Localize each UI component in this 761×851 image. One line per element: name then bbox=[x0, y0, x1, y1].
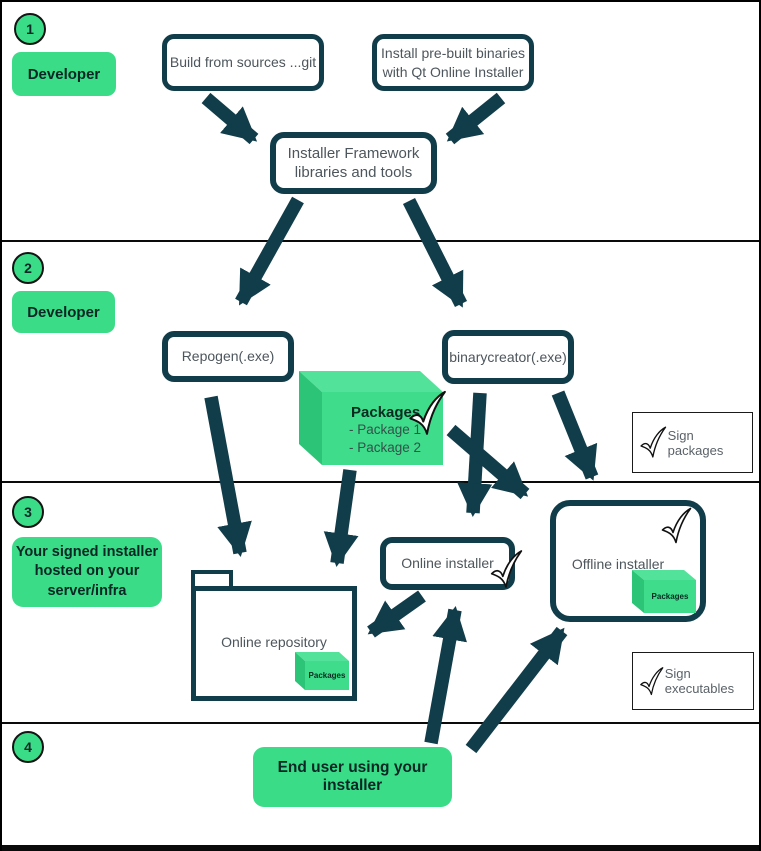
node-build-from-sources: Build from sources ...git bbox=[162, 34, 324, 91]
offline-packages-cube-icon bbox=[632, 570, 696, 613]
arrow-packages-to-offline-installer bbox=[446, 424, 530, 500]
lane-divider-2 bbox=[2, 481, 759, 483]
offline-installer-title: Offline installer bbox=[571, 556, 665, 572]
arrow-framework-to-repogen bbox=[235, 196, 304, 306]
end-user-label: End user using your installer bbox=[253, 747, 452, 807]
sign-executables-label: Sign executables bbox=[664, 666, 735, 696]
arrow-repogen-to-repository bbox=[204, 395, 252, 557]
repository-packages-cube-icon bbox=[295, 652, 349, 690]
checkmark-icon-sign-executables bbox=[640, 666, 664, 695]
bottom-border-bar bbox=[2, 845, 759, 851]
arrow-online-installer-to-repository bbox=[367, 590, 426, 638]
step-circle-2: 2 bbox=[12, 252, 44, 284]
hosted-installer-label: Your signed installer hosted on your ser… bbox=[12, 537, 162, 607]
sign-packages-badge: Sign packages bbox=[632, 412, 753, 473]
checkmark-icon-offline-installer bbox=[661, 507, 692, 544]
online-repository-title: Online repository bbox=[221, 634, 327, 650]
offline-cube-label: Packages bbox=[651, 592, 689, 601]
sign-packages-label: Sign packages bbox=[667, 427, 724, 458]
node-repogen: Repogen(.exe) bbox=[162, 331, 294, 382]
node-installer-framework: Installer Framework libraries and tools bbox=[270, 132, 437, 194]
online-repository-folder-tab bbox=[191, 570, 233, 590]
arrow-framework-to-binarycreator bbox=[402, 197, 468, 308]
arrow-binarycreator-to-online-installer bbox=[457, 392, 493, 518]
developer-label-1: Developer bbox=[12, 52, 116, 96]
step-number-4: 4 bbox=[24, 739, 32, 755]
packages-cube-item-1: - Package 1 bbox=[349, 422, 422, 437]
lane-divider-3 bbox=[2, 722, 759, 724]
step-number-3: 3 bbox=[24, 504, 32, 520]
checkmark-icon-packages bbox=[409, 390, 446, 435]
step-number-1: 1 bbox=[26, 21, 34, 37]
lane-divider-1 bbox=[2, 240, 759, 242]
packages-cube-title: Packages bbox=[351, 404, 421, 421]
node-binarycreator: binarycreator(.exe) bbox=[442, 330, 574, 384]
node-install-prebuilt: Install pre-built binaries with Qt Onlin… bbox=[372, 34, 534, 91]
step-number-2: 2 bbox=[24, 260, 32, 276]
arrow-binarycreator-to-offline-installer bbox=[551, 390, 599, 481]
packages-cube-item-2: - Package 2 bbox=[349, 440, 422, 455]
repository-cube-label: Packages bbox=[308, 671, 346, 680]
step-circle-4: 4 bbox=[12, 731, 44, 763]
arrow-install-to-framework bbox=[445, 92, 506, 145]
arrow-build-to-framework bbox=[201, 92, 259, 145]
arrow-enduser-to-offline-installer bbox=[465, 626, 568, 754]
arrow-packages-to-repository bbox=[323, 469, 359, 568]
step-circle-3: 3 bbox=[12, 496, 44, 528]
sign-executables-badge: Sign executables bbox=[632, 652, 754, 710]
node-online-installer: Online installer bbox=[380, 537, 515, 590]
packages-cube-icon bbox=[299, 371, 443, 465]
checkmark-icon-sign-packages bbox=[640, 426, 667, 458]
developer-label-2: Developer bbox=[12, 291, 115, 333]
step-circle-1: 1 bbox=[14, 13, 46, 45]
checkmark-icon-online-installer bbox=[490, 550, 523, 588]
